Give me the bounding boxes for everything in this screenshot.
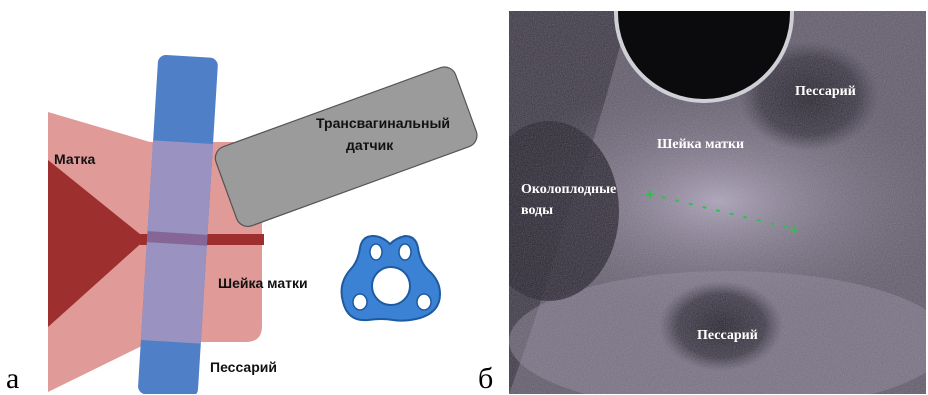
schematic-diagram: Матка Трансвагинальный датчик Шейка матк… <box>0 0 500 394</box>
pessary-ring-icon <box>342 236 440 321</box>
measurement-start-marker: + <box>644 187 656 203</box>
us-pessary-bottom-label: Пессарий <box>697 328 758 343</box>
pessary-label: Пессарий <box>210 359 277 375</box>
probe-label-line1: Трансвагинальный <box>316 115 450 131</box>
ultrasound-image: + + Пессарий Шейка матки Околоплодные во… <box>509 11 926 394</box>
panel-a-label: а <box>6 364 19 394</box>
us-pessary-top-label: Пессарий <box>795 84 856 99</box>
us-amniotic-label-line2: воды <box>521 203 553 218</box>
probe-label-line2: датчик <box>346 137 394 153</box>
panel-b-label: б <box>478 364 493 394</box>
us-cervix-label: Шейка матки <box>657 137 744 152</box>
measurement-end-marker: + <box>788 222 800 238</box>
cervix-label: Шейка матки <box>218 275 308 291</box>
us-amniotic-label-line1: Околоплодные <box>521 182 616 197</box>
uterus-label: Матка <box>54 151 95 167</box>
